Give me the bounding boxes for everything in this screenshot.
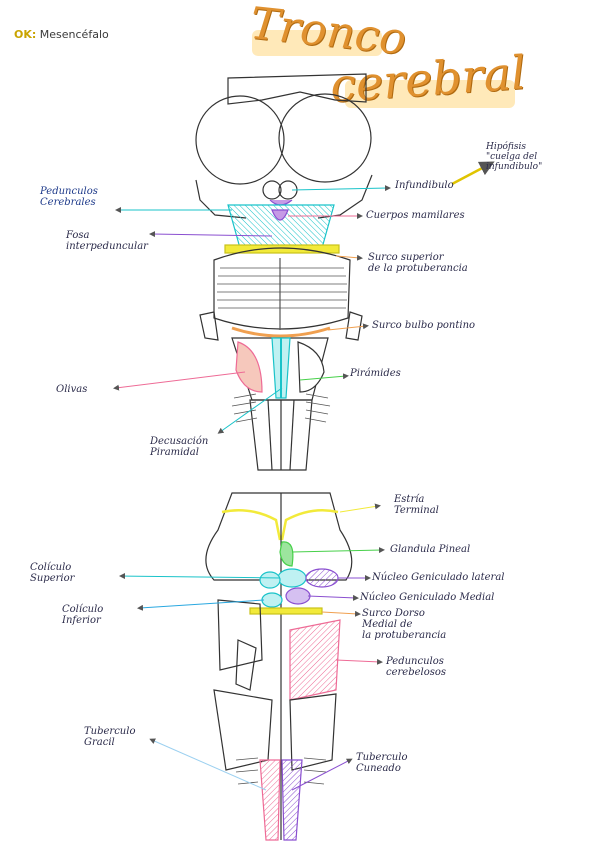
back-view	[205, 492, 353, 841]
stria-terminalis	[221, 509, 282, 541]
mammillary-bodies	[271, 209, 289, 221]
label-nucleo-geniculado-medial: Núcleo Geniculado Medial	[360, 592, 495, 603]
right-hemisphere	[278, 93, 372, 183]
inferior-colliculus	[261, 592, 283, 608]
pointer-olivas	[113, 371, 246, 391]
pointer-estria	[339, 503, 381, 513]
cerebellar-peduncles	[289, 619, 341, 701]
pointer-surco-sup	[335, 254, 363, 261]
title-highlight-1	[252, 30, 382, 56]
pointer-coliculo-sup	[119, 573, 281, 580]
pointer-pedunculos-cbl	[335, 658, 383, 665]
label-hipofisis: Hipófisis"cuelga del infundibulo"	[486, 142, 543, 172]
ok-note: OK: Mesencéfalo	[14, 28, 109, 41]
pointer-piramides	[299, 373, 349, 381]
lateral-geniculate	[305, 568, 339, 588]
pointer-nucleo-med	[307, 594, 359, 601]
thalamus-outline	[205, 492, 353, 581]
pointer-hipofisis	[451, 161, 495, 186]
pointer-fosa	[149, 231, 273, 238]
pointer-cuneado	[291, 758, 353, 791]
pointer-surco-bulbo	[327, 323, 369, 331]
bulbopontine-sulcus	[231, 326, 331, 338]
optic-chiasm-plate	[227, 73, 367, 105]
label-glandula-pineal: Glandula Pineal	[390, 544, 471, 555]
pointer-coliculo-inf	[137, 599, 265, 611]
back-pointers	[119, 503, 385, 791]
pons	[213, 247, 351, 330]
left-hemisphere	[195, 95, 285, 185]
label-infundibulo: Infundibulo	[395, 180, 454, 191]
label-cuerpos-mamilares: Cuerpos mamilares	[366, 210, 465, 221]
superior-pons-sulcus	[224, 244, 340, 254]
pointer-surco-dorso	[321, 610, 361, 617]
infundibulum	[262, 180, 282, 200]
front-pointers	[113, 161, 495, 434]
pointer-gracil	[149, 738, 267, 791]
pointer-glandula	[291, 547, 385, 554]
gracile-tubercle	[259, 759, 281, 841]
title-highlight-2	[345, 80, 515, 108]
superior-colliculus	[277, 568, 307, 588]
pituitary-stalk	[269, 199, 293, 206]
label-nucleo-geniculado-lateral: Núcleo Geniculado lateral	[372, 572, 505, 583]
label-surco-bulbo-pontino: Surco bulbo pontino	[372, 320, 476, 331]
label-olivas: Olivas	[56, 384, 88, 395]
label-piramides: Pirámides	[350, 368, 401, 379]
pineal-gland	[279, 541, 294, 567]
olive-right	[297, 341, 325, 393]
medial-geniculate	[285, 587, 311, 605]
cuneate-tubercle	[281, 759, 303, 841]
front-view	[195, 73, 373, 471]
spinal-cord-upper	[249, 399, 313, 471]
pointer-decusacion	[217, 387, 283, 434]
olive-left	[235, 341, 263, 393]
pointer-infundibulo	[291, 185, 391, 192]
dorsal-sulcus	[249, 607, 323, 615]
